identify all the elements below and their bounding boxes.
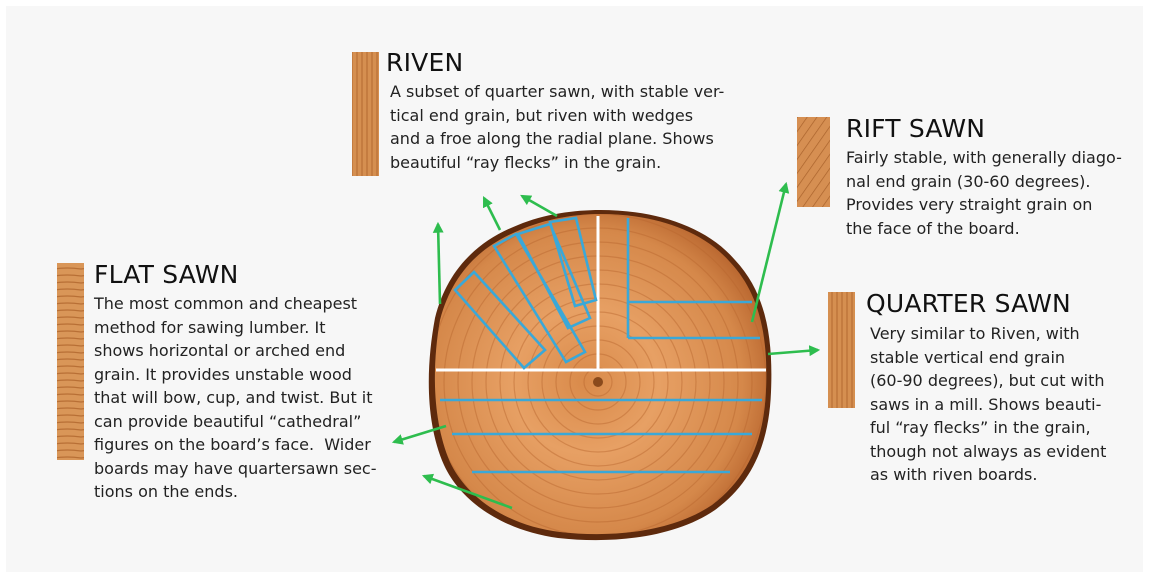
flat-sawn-description: The most common and cheapest method for …: [94, 292, 404, 504]
quarter-sawn-title: QUARTER SAWN: [866, 289, 1071, 318]
quarter-sawn-description-line: Very similar to Riven, with: [870, 322, 1142, 346]
rift-sawn-description-line: the face of the board.: [846, 217, 1142, 241]
riven-description-line: A subset of quarter sawn, with stable ve…: [390, 80, 762, 104]
quarter-sawn-description-line: saws in a mill. Shows beauti-: [870, 393, 1142, 417]
quarter-sawn-description-line: ful “ray flecks” in the grain,: [870, 416, 1142, 440]
flat-sawn-description-line: boards may have quartersawn sec-: [94, 457, 404, 481]
flat-sawn-description-line: method for sawing lumber. It: [94, 316, 404, 340]
flat-sawn-description-line: that will bow, cup, and twist. But it: [94, 386, 404, 410]
flat-sawn-description-line: tions on the ends.: [94, 480, 404, 504]
flat-sawn-description-line: shows horizontal or arched end: [94, 339, 404, 363]
wood-swatch-quarter: [828, 292, 855, 408]
rift-sawn-description: Fairly stable, with generally diago- nal…: [846, 146, 1142, 240]
flat-sawn-description-line: figures on the board’s face. Wider: [94, 433, 404, 457]
riven-title: RIVEN: [386, 48, 463, 77]
quarter-sawn-description-line: though not always as evident: [870, 440, 1142, 464]
quarter-sawn-description-line: stable vertical end grain: [870, 346, 1142, 370]
riven-description-line: tical end grain, but riven with wedges: [390, 104, 762, 128]
riven-description: A subset of quarter sawn, with stable ve…: [390, 80, 762, 174]
riven-description-line: and a froe along the radial plane. Shows: [390, 127, 762, 151]
quarter-sawn-description-line: (60-90 degrees), but cut with: [870, 369, 1142, 393]
rift-sawn-description-line: Fairly stable, with generally diago-: [846, 146, 1142, 170]
flat-sawn-description-line: grain. It provides unstable wood: [94, 363, 404, 387]
flat-sawn-description-line: The most common and cheapest: [94, 292, 404, 316]
log-cross-section: [394, 184, 818, 550]
quarter-sawn-description-line: as with riven boards.: [870, 463, 1142, 487]
riven-description-line: beautiful “ray flecks” in the grain.: [390, 151, 762, 175]
flat-sawn-title: FLAT SAWN: [94, 260, 239, 289]
wood-swatch-flat: [57, 263, 84, 460]
rift-sawn-description-line: nal end grain (30-60 degrees).: [846, 170, 1142, 194]
rift-sawn-description-line: Provides very straight grain on: [846, 193, 1142, 217]
quarter-sawn-description: Very similar to Riven, with stable verti…: [870, 322, 1142, 487]
flat-sawn-description-line: can provide beautiful “cathedral”: [94, 410, 404, 434]
wood-swatch-rift: [797, 117, 830, 207]
rift-sawn-title: RIFT SAWN: [846, 114, 985, 143]
wood-swatch-riven: [352, 52, 379, 176]
